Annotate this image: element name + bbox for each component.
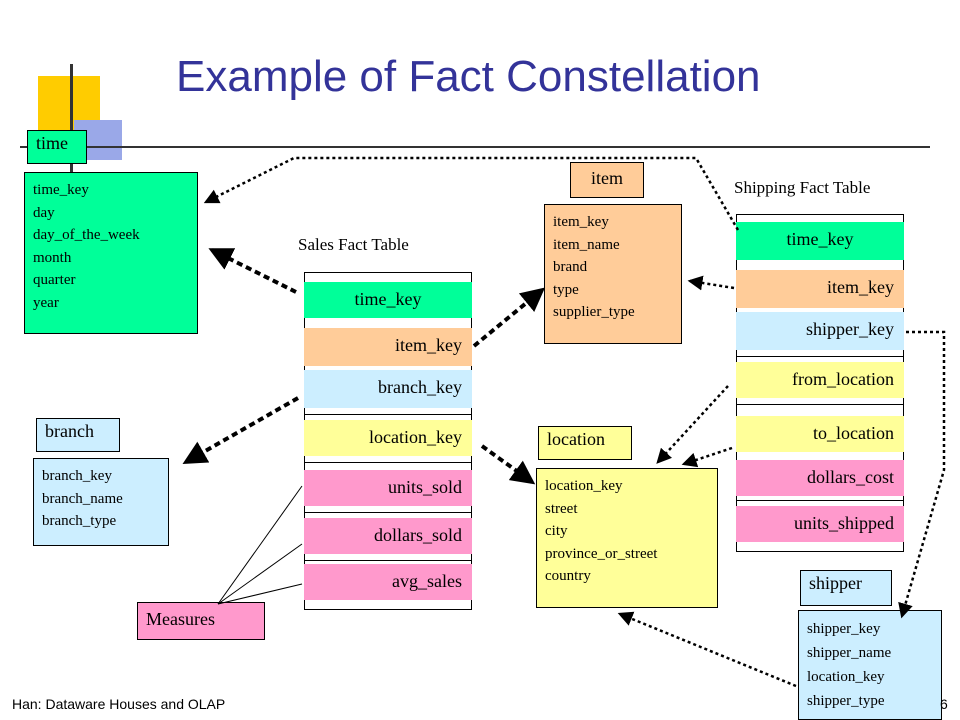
shipping-divider bbox=[736, 404, 904, 405]
sales-divider bbox=[304, 462, 472, 463]
page-number: 6 bbox=[940, 696, 948, 712]
branch-table-label: branch bbox=[36, 418, 120, 452]
time-field: time_key bbox=[33, 182, 89, 198]
shipping-divider bbox=[736, 500, 904, 501]
shipping-from-location-connector bbox=[656, 385, 729, 464]
branch-table-body: branch_key branch_name branch_type bbox=[33, 458, 169, 546]
location-field: country bbox=[545, 568, 591, 584]
location-table-label: location bbox=[538, 426, 632, 460]
item-field: type bbox=[553, 281, 579, 298]
location-field: city bbox=[545, 523, 568, 539]
item-table-label: item bbox=[570, 162, 644, 198]
sales-time-connector bbox=[208, 248, 297, 294]
measures-line-dollars-sold bbox=[217, 543, 303, 605]
sales-divider bbox=[304, 512, 472, 513]
sales-measure-units-sold: units_sold bbox=[304, 470, 472, 506]
location-field: location_key bbox=[545, 478, 623, 494]
shipping-key-shipper: shipper_key bbox=[736, 312, 904, 350]
sales-key-item: item_key bbox=[304, 328, 472, 366]
measures-label: Measures bbox=[137, 602, 265, 640]
shipper-field: shipper_name bbox=[807, 645, 892, 661]
measures-line-units-sold bbox=[217, 485, 303, 605]
shipping-key-item: item_key bbox=[736, 270, 904, 308]
item-field: supplier_type bbox=[553, 304, 635, 320]
shipping-item-connector bbox=[687, 275, 735, 291]
time-field: quarter bbox=[33, 272, 76, 288]
shipper-field: shipper_key bbox=[807, 621, 881, 637]
time-table-body: time_key day day_of_the_week month quart… bbox=[24, 172, 198, 334]
location-field: street bbox=[545, 500, 578, 517]
time-field: year bbox=[33, 294, 59, 311]
branch-field: branch_key bbox=[42, 468, 112, 484]
time-field: day bbox=[33, 204, 55, 221]
item-field: brand bbox=[553, 259, 588, 275]
time-field: day_of_the_week bbox=[33, 227, 140, 243]
shipper-table-label: shipper bbox=[800, 570, 892, 606]
shipping-key-to-location: to_location bbox=[736, 416, 904, 452]
shipper-field: shipper_type bbox=[807, 693, 885, 709]
decor-horizontal-line bbox=[20, 146, 930, 148]
shipping-measure-units-shipped: units_shipped bbox=[736, 506, 904, 542]
slide-title: Example of Fact Constellation bbox=[176, 52, 761, 101]
location-table-body: location_key street city province_or_str… bbox=[536, 468, 718, 608]
sales-measure-dollars-sold: dollars_sold bbox=[304, 518, 472, 554]
shipping-shipper-connector bbox=[898, 330, 946, 619]
item-table-body: item_key item_name brand type supplier_t… bbox=[544, 204, 682, 344]
sales-measure-avg-sales: avg_sales bbox=[304, 564, 472, 600]
shipper-table-body: shipper_key shipper_name location_key sh… bbox=[798, 610, 942, 720]
sales-key-branch: branch_key bbox=[304, 370, 472, 408]
time-table-label: time bbox=[27, 130, 87, 164]
shipping-fact-table-label: Shipping Fact Table bbox=[734, 178, 871, 197]
sales-key-time: time_key bbox=[304, 282, 472, 318]
shipping-time-connector bbox=[203, 156, 740, 231]
shipping-divider bbox=[736, 356, 904, 357]
item-field: item_key bbox=[553, 214, 609, 230]
sales-fact-table-label: Sales Fact Table bbox=[298, 235, 409, 254]
measures-line-avg-sales bbox=[217, 583, 303, 605]
sales-key-location: location_key bbox=[304, 420, 472, 456]
sales-divider bbox=[304, 560, 472, 561]
shipping-key-time: time_key bbox=[736, 222, 904, 260]
sales-item-connector bbox=[472, 287, 546, 348]
time-field: month bbox=[33, 249, 72, 266]
sales-divider bbox=[304, 414, 472, 415]
item-field: item_name bbox=[553, 236, 620, 253]
shipper-location-connector bbox=[617, 611, 797, 688]
shipping-measure-dollars-cost: dollars_cost bbox=[736, 460, 904, 496]
branch-field: branch_name bbox=[42, 490, 123, 507]
location-field: province_or_street bbox=[545, 545, 658, 562]
shipper-field: location_key bbox=[807, 669, 885, 685]
shipping-to-location-connector bbox=[681, 446, 733, 468]
sales-branch-connector bbox=[182, 396, 299, 464]
sales-location-connector bbox=[480, 444, 536, 485]
footer-text: Han: Dataware Houses and OLAP bbox=[12, 696, 226, 712]
decor-vertical-line bbox=[70, 64, 73, 184]
branch-field: branch_type bbox=[42, 513, 117, 529]
shipping-key-from-location: from_location bbox=[736, 362, 904, 398]
